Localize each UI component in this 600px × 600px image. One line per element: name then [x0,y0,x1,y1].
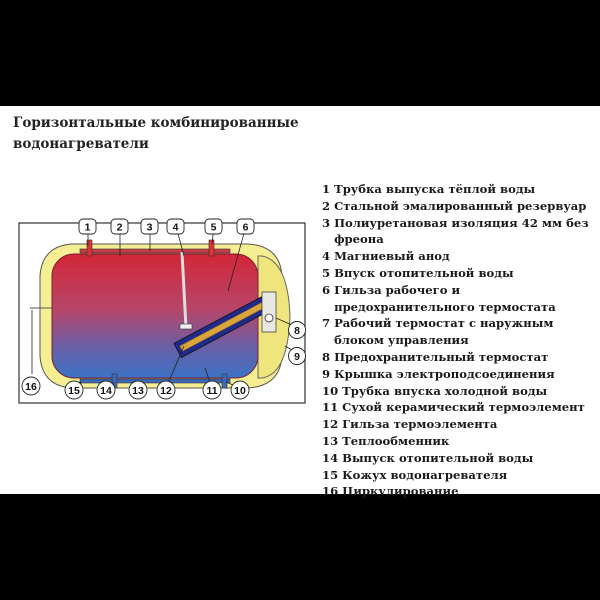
callout-5: 5 [204,218,223,235]
svg-text:6: 6 [243,222,249,234]
svg-text:8: 8 [294,325,300,337]
callout-13: 13 [128,380,148,400]
canvas: Горизонтальные комбинированные водонагре… [0,106,600,498]
svg-text:5: 5 [211,222,217,234]
svg-text:9: 9 [294,351,300,363]
callout-14: 14 [96,380,116,400]
thermostat-box [261,291,277,333]
svg-text:1: 1 [85,222,91,234]
thermostat-knob [264,313,274,323]
svg-text:13: 13 [132,385,144,397]
callout-6: 6 [236,218,255,235]
page-title: Горизонтальные комбинированные водонагре… [13,115,299,152]
magnesium-anode [180,251,188,329]
callout-1: 1 [78,218,97,235]
callout-8: 8 [288,321,306,339]
callout-9: 9 [288,347,306,365]
callout-11: 11 [202,380,222,400]
svg-text:2: 2 [117,222,123,234]
callout-15: 15 [64,380,84,400]
outer-frame [18,222,306,404]
svg-text:3: 3 [147,222,153,234]
svg-text:10: 10 [234,385,246,397]
svg-text:12: 12 [160,385,172,397]
svg-text:4: 4 [173,222,179,234]
water-heater-diagram: 1 2 3 4 5 6 8 9 [18,218,306,404]
callout-12: 12 [156,380,176,400]
hot-water-pipe [86,239,93,257]
svg-text:11: 11 [206,385,217,397]
callout-2: 2 [110,218,129,235]
callout-16: 16 [21,376,41,396]
cold-water-pipe [221,373,228,389]
heating-inlet-pipe [208,239,215,257]
svg-text:14: 14 [100,385,112,397]
callout-4: 4 [166,218,185,235]
callout-3: 3 [140,218,159,235]
anode-tip [179,323,193,330]
svg-text:15: 15 [68,385,80,397]
svg-text:16: 16 [25,381,37,393]
top-pipe-bar [79,248,231,254]
callout-10: 10 [230,380,250,400]
